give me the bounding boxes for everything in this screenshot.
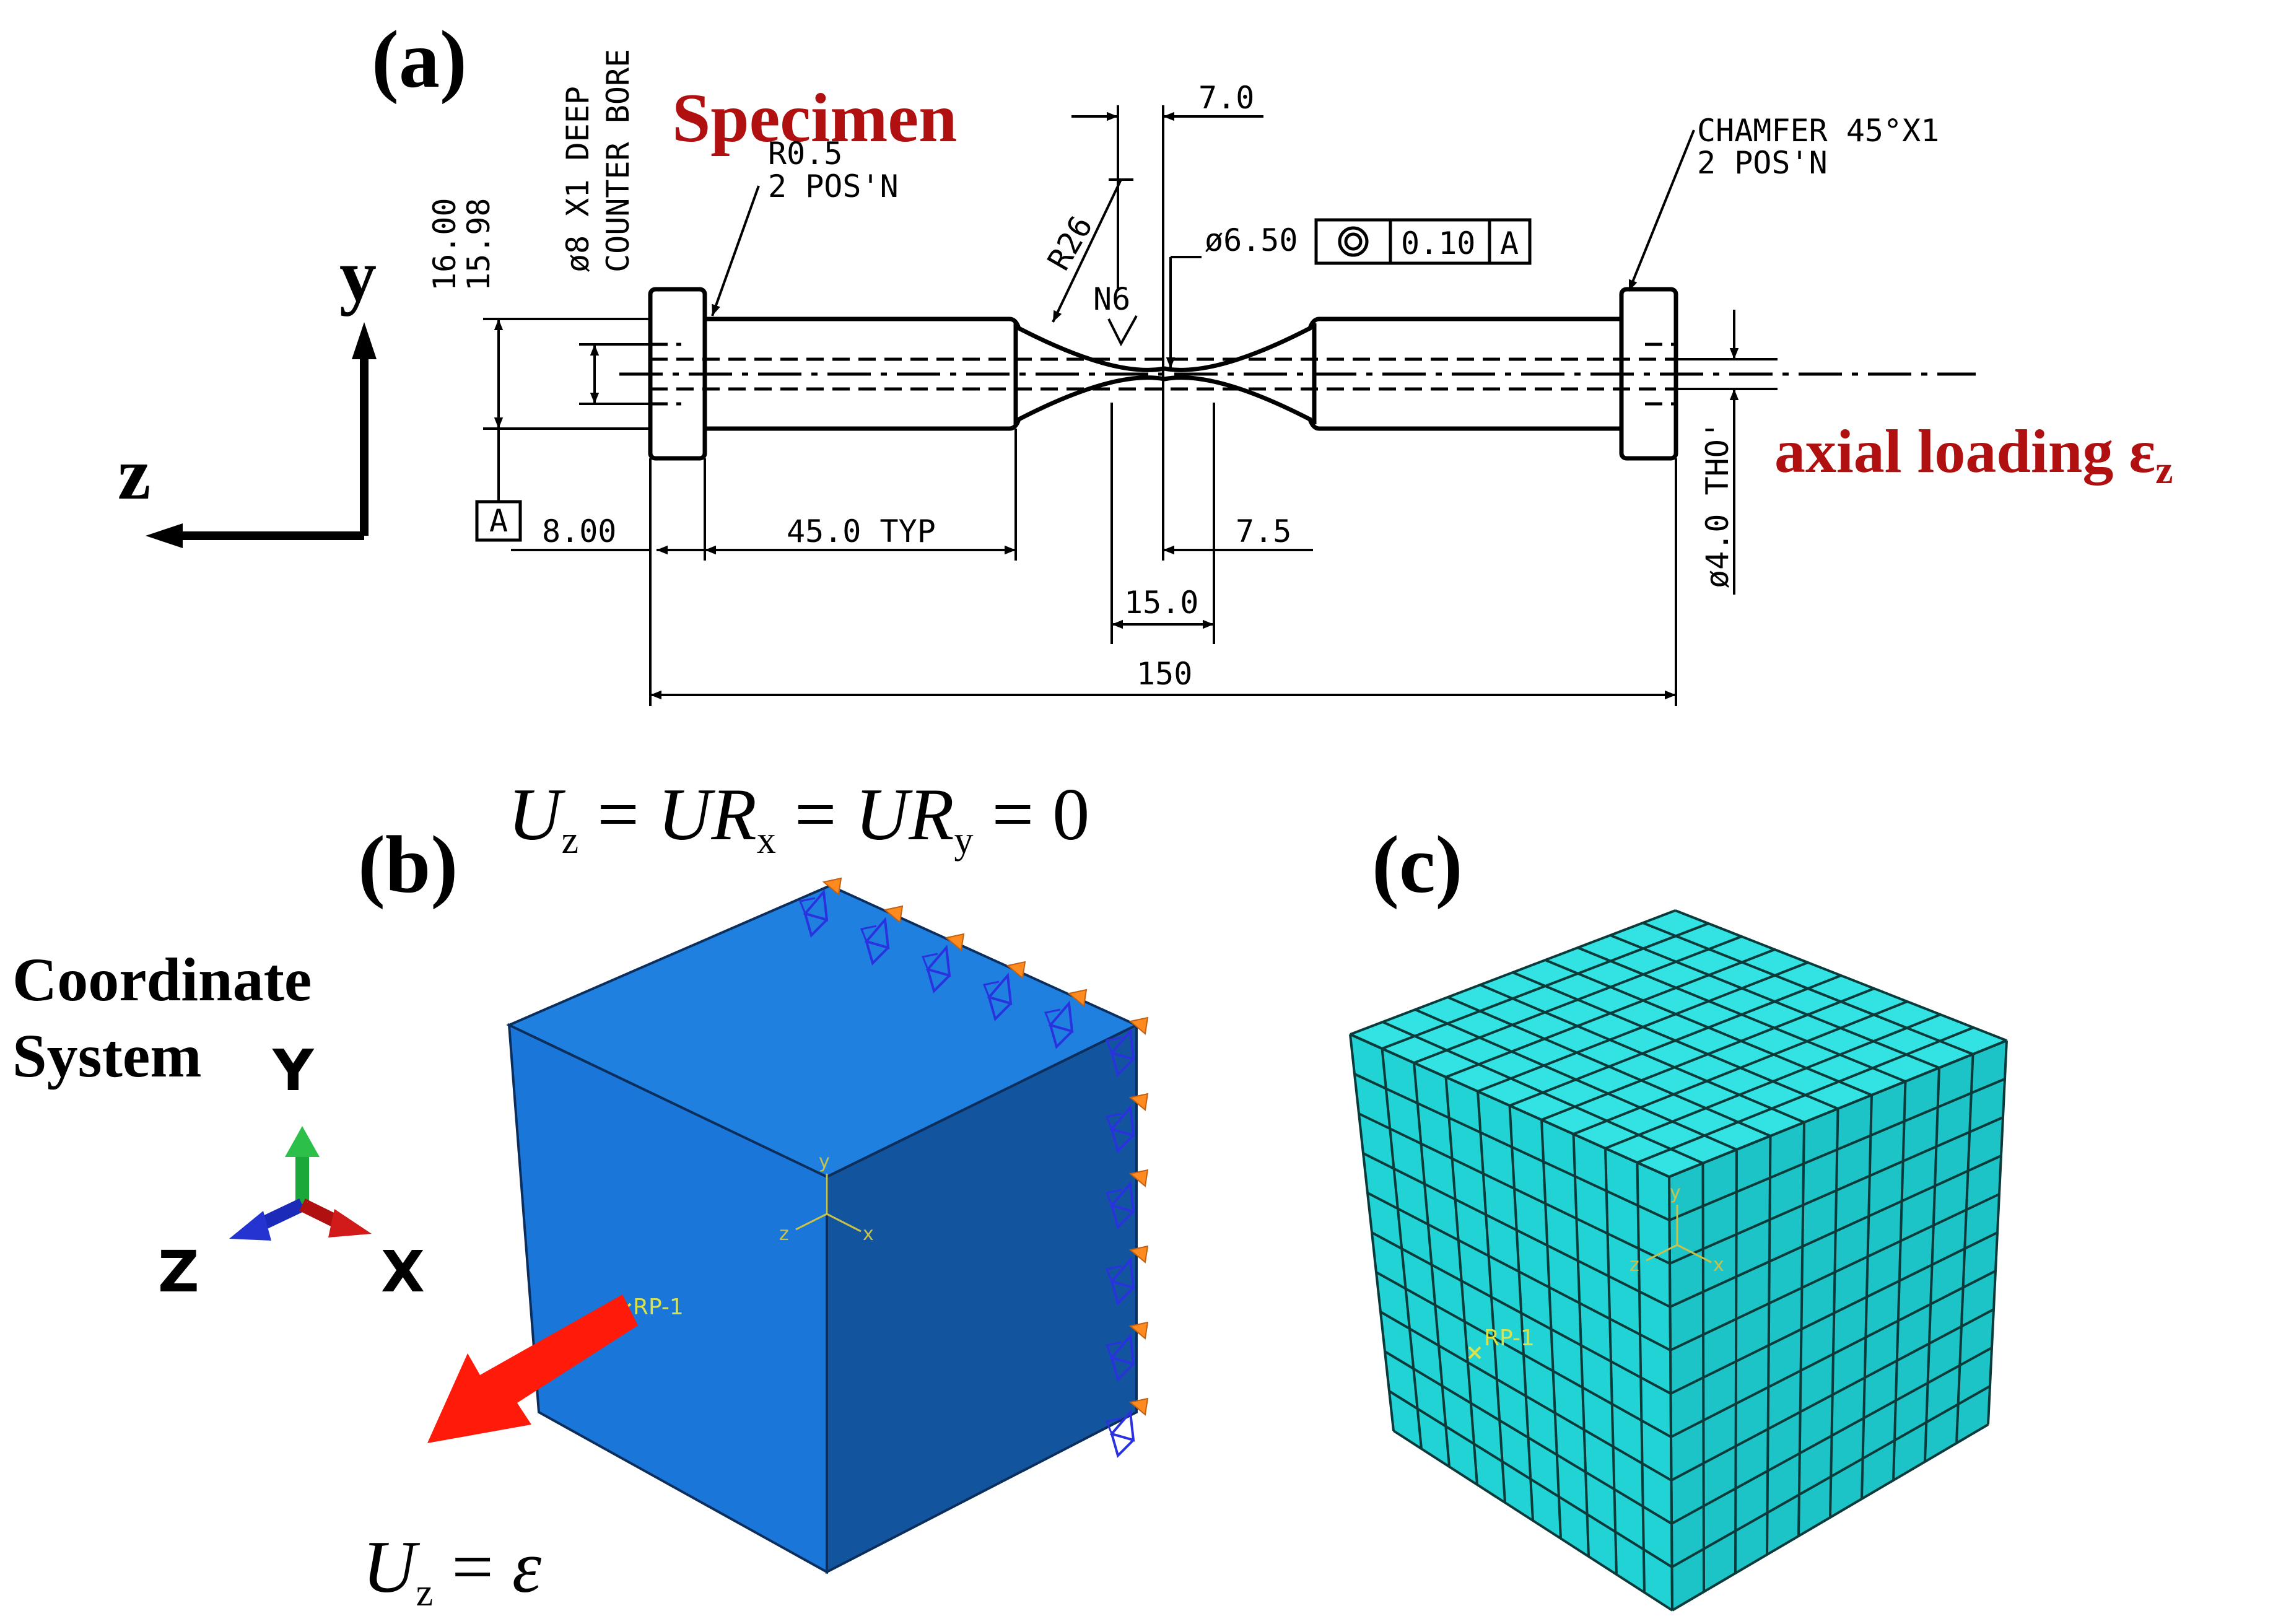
dim-bore-1: ø8 X1 DEEP [560, 86, 596, 273]
bc-markers [798, 877, 1149, 1458]
bc-bottom-equation: Uz = ε [362, 1526, 542, 1614]
mesh-mini-axes: y x z [1629, 1182, 1724, 1276]
bc-top-equation: Uz = URx = URy = 0 [508, 773, 1089, 862]
dim-chamfer-1: CHAMFER 45°X1 [1697, 113, 1939, 149]
dim-finish: N6 [1093, 281, 1130, 317]
dim-hole-dia: ø4.0 THO' [1699, 421, 1735, 588]
solid-cube [506, 884, 1140, 1574]
tolerance-frame [1314, 218, 1532, 265]
panel-a-label: (a) [372, 14, 467, 105]
axis-y-label: y [339, 234, 377, 317]
dim-neck-offset: 7.0 [1198, 80, 1254, 116]
bore-lines [650, 343, 1676, 406]
bc-marker [860, 905, 904, 966]
panel-a: (a) Specimen y z [118, 14, 2173, 706]
bc-marker [1105, 1245, 1149, 1306]
meshed-cube [1349, 909, 2008, 1612]
dim-neck-dia: ø6.50 [1205, 222, 1298, 258]
panel-c-label: (c) [1372, 819, 1463, 910]
load-arrow [427, 1294, 638, 1443]
drawing-axes: y z [118, 234, 377, 548]
dim-dia-main-1: 16.00 [427, 198, 463, 291]
triad-x: X [381, 1239, 425, 1305]
bc-marker [921, 933, 965, 993]
mesh-axis-z: z [1629, 1254, 1639, 1276]
mini-axis-x: x [863, 1223, 874, 1245]
mini-axis-y: y [819, 1151, 830, 1172]
mesh-reference-point: RP-1 [1468, 1325, 1535, 1360]
panel-c: (c) y x z RP-1 [1349, 819, 2008, 1612]
coord-triad: Y Z X [158, 1037, 425, 1305]
datum-box [475, 500, 522, 542]
dim-dia-main-2: 15.98 [461, 198, 497, 291]
mini-axis-z: z [779, 1223, 789, 1245]
cube-mini-axes: y x z [779, 1151, 874, 1245]
cube-side-face [826, 1023, 1138, 1574]
mesh-lines [1349, 909, 2008, 1612]
dim-fillet-2: 2 POS'N [768, 168, 899, 204]
mesh-axis-x: x [1713, 1254, 1724, 1276]
bc-marker [798, 877, 842, 938]
mesh-side-face [1669, 1041, 2007, 1610]
bc-marker [1105, 1397, 1149, 1458]
panel-b-label: (b) [358, 819, 458, 910]
dimension-lines [483, 105, 1778, 706]
specimen-title: Specimen [672, 80, 957, 157]
datum-label: A [489, 503, 508, 539]
dim-shank-len: 45.0 TYP [787, 513, 936, 549]
triad-z: Z [158, 1239, 199, 1305]
triad-y: Y [272, 1037, 315, 1104]
dim-gauge-len: 15.0 [1124, 585, 1198, 621]
axial-loading-sub: z [2155, 448, 2173, 492]
bc-marker [1105, 1321, 1149, 1382]
dim-gauge-half: 7.5 [1236, 513, 1291, 549]
rp-label-b: RP-1 [633, 1294, 684, 1320]
dim-total-len: 150 [1136, 656, 1192, 692]
dim-bore-2: COUNTER BORE [600, 49, 636, 273]
panel-b: (b) Uz = URx = URy = 0 Coordinate System… [12, 773, 1149, 1614]
axial-loading-eps: ε [2129, 417, 2155, 486]
dimension-texts: 16.00 15.98 ø8 X1 DEEP COUNTER BORE R0.5… [427, 49, 1939, 692]
mesh-axis-y: y [1670, 1182, 1681, 1203]
dim-chamfer-2: 2 POS'N [1697, 145, 1828, 181]
dim-tol-datum: A [1500, 225, 1519, 261]
dim-fillet-1: R0.5 [768, 136, 842, 172]
bc-marker [1105, 1169, 1149, 1229]
axis-z-label: z [118, 432, 151, 515]
dim-head-len: 8.00 [542, 513, 616, 549]
bc-marker [982, 961, 1026, 1021]
dim-neck-radius: R26 [1041, 210, 1099, 276]
bc-marker [1105, 1016, 1149, 1077]
bc-marker [1044, 989, 1088, 1049]
axial-loading-prefix: axial loading [1774, 417, 2129, 486]
dim-tol-value: 0.10 [1401, 225, 1475, 261]
mesh-front-face [1350, 1034, 1672, 1610]
rp-label-c: RP-1 [1484, 1325, 1535, 1351]
coord-title-1: Coordinate [12, 945, 312, 1014]
axial-loading-label: axial loading εz [1774, 417, 2173, 492]
coord-title-2: System [12, 1021, 202, 1090]
bc-marker [1105, 1093, 1149, 1153]
